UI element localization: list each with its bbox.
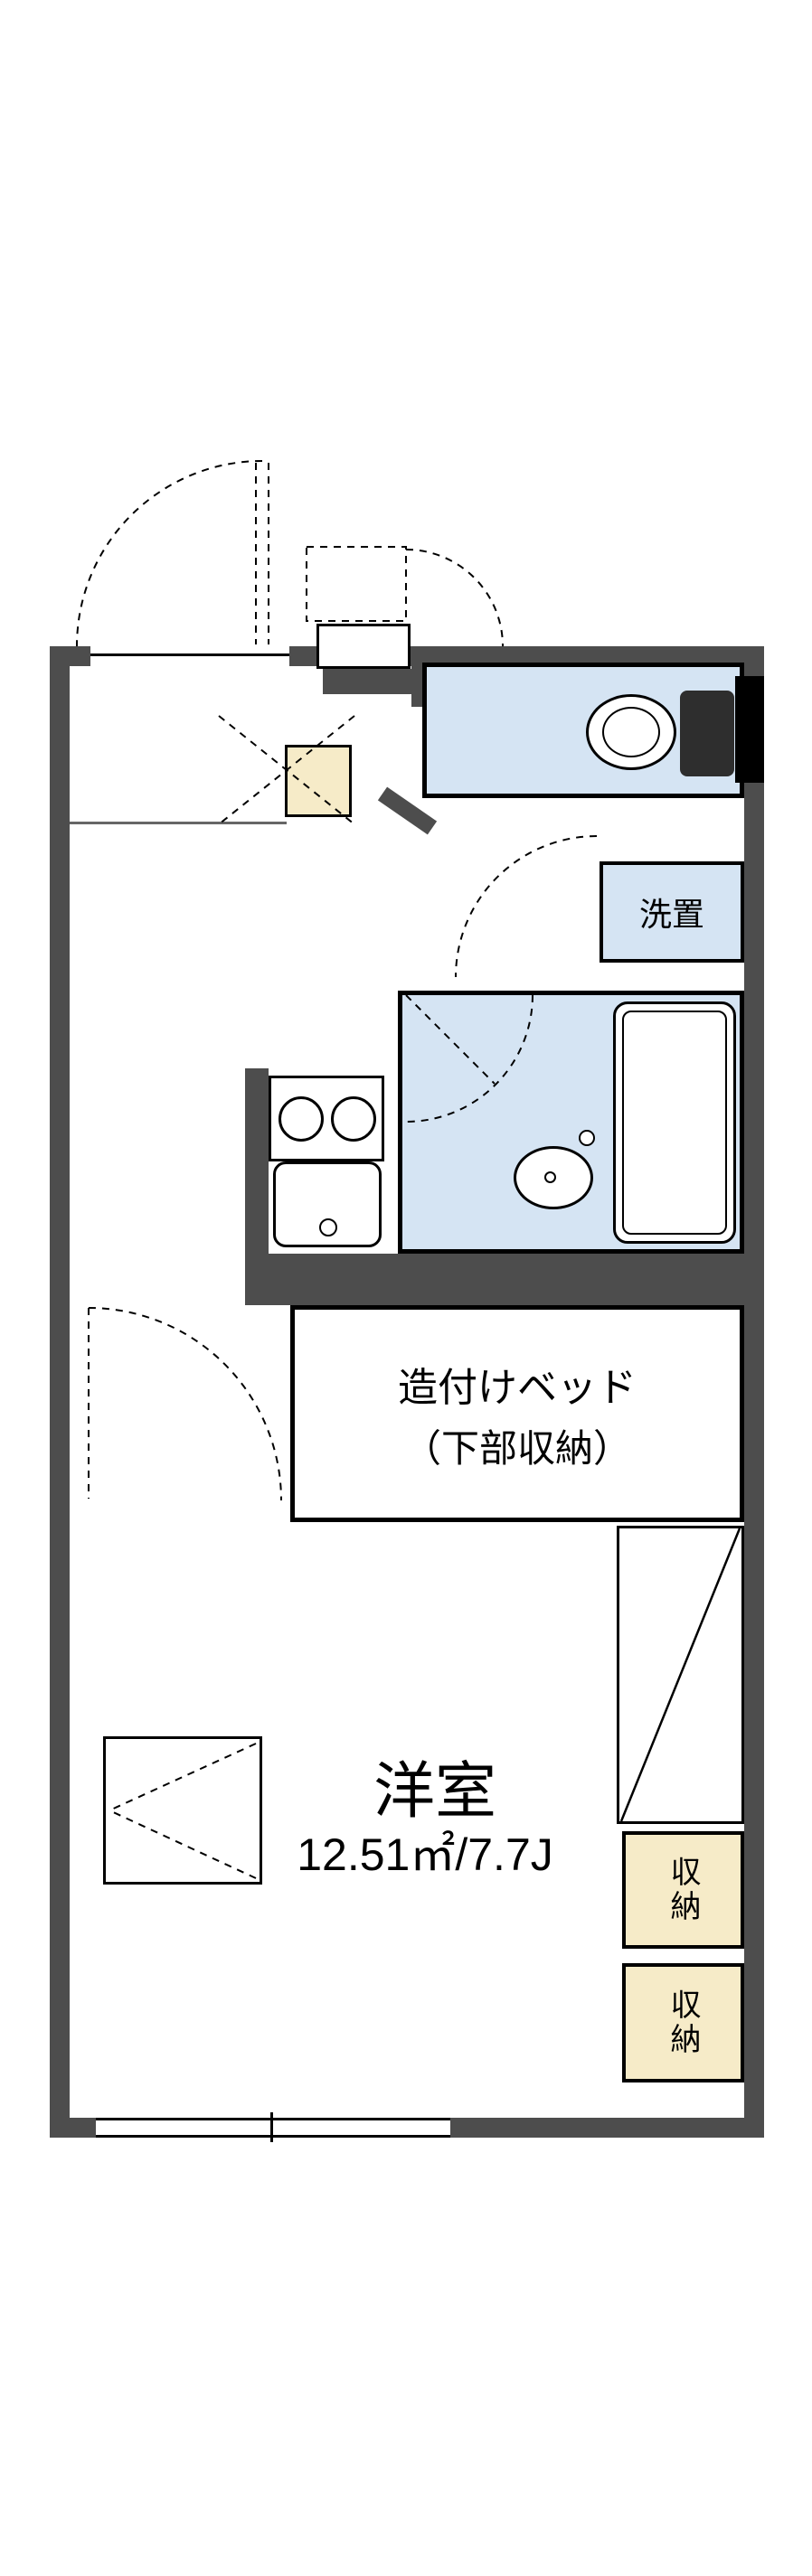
basin-faucet — [579, 1130, 595, 1146]
stove-burner-right — [331, 1096, 376, 1142]
wall-left — [50, 646, 70, 2138]
bottom-window-tick — [270, 2112, 273, 2142]
laundry-label: 洗置 — [638, 896, 704, 933]
bed-label-line2: （下部収納） — [402, 1426, 631, 1470]
wash-basin-icon — [506, 1124, 606, 1215]
entrance-threshold-line — [90, 653, 289, 656]
hall-door-arc — [455, 835, 598, 978]
bathtub-icon — [613, 1001, 736, 1244]
entrance-door-dashed-rect — [306, 546, 407, 622]
passage-door-arc — [88, 1307, 282, 1501]
basin-oval — [514, 1146, 593, 1209]
shoe-cabinet — [285, 745, 352, 817]
genkan-wall-stub — [323, 669, 415, 694]
closet-upper: 収納 — [622, 1831, 744, 1949]
closet-lower-label: 収納 — [666, 1988, 700, 2057]
toilet-window-bar — [735, 676, 764, 783]
kitchen-faucet — [319, 1218, 337, 1236]
room-area-label: 12.51㎡/7.7J — [297, 1829, 553, 1880]
built-in-bed-room: 造付けベッド （下部収納） — [290, 1305, 744, 1522]
entrance-door-arc — [76, 460, 263, 647]
bay-window-unit — [103, 1736, 262, 1885]
toilet-tank — [680, 691, 734, 776]
closet-upper-label: 収納 — [666, 1856, 700, 1924]
mid-wall — [245, 1254, 744, 1305]
room-name-label: 洋室 — [373, 1757, 496, 1826]
entrance-open-door — [316, 624, 411, 669]
entry-step-line — [70, 822, 287, 824]
basin-drain — [544, 1171, 556, 1183]
toilet-corner-diagonal-wall — [377, 786, 438, 835]
bed-label-line1: 造付けベッド — [398, 1365, 637, 1410]
laundry-box: 洗置 — [600, 861, 744, 963]
toilet-icon — [579, 682, 741, 786]
kitchen-sink-icon — [273, 1161, 382, 1247]
entrance-side-arc — [405, 549, 504, 647]
bottom-window — [96, 2118, 450, 2138]
toilet-bowl-inner — [602, 707, 660, 757]
kitchen-side-wall — [245, 1068, 269, 1254]
side-unit — [617, 1526, 744, 1824]
stove-burner-left — [279, 1096, 324, 1142]
bathtub-inner — [622, 1011, 727, 1235]
wall-right — [744, 646, 764, 2138]
stove-icon — [269, 1076, 384, 1161]
closet-lower: 収納 — [622, 1963, 744, 2082]
